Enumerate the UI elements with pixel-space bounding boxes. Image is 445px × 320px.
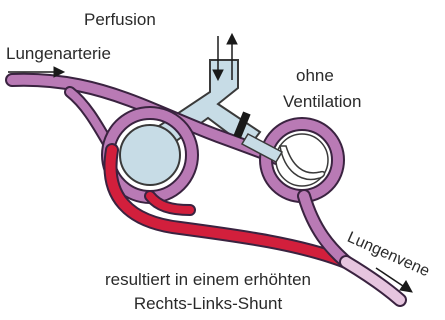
lungenarterie-label: Lungenarterie	[6, 44, 111, 64]
ohne-label: ohne	[296, 66, 334, 86]
left-alveolus	[108, 113, 192, 197]
vein-flow-arrow-head	[400, 281, 412, 292]
ventilation-label: Ventilation	[283, 92, 361, 112]
result-caption-line2: Rechts-Links-Shunt	[78, 294, 338, 314]
perfusion-label: Perfusion	[84, 10, 156, 30]
perfusion-up-arrow-head	[227, 34, 237, 44]
left-alveolus-space	[120, 125, 180, 185]
result-caption-line1: resultiert in einem erhöhten	[78, 270, 338, 290]
